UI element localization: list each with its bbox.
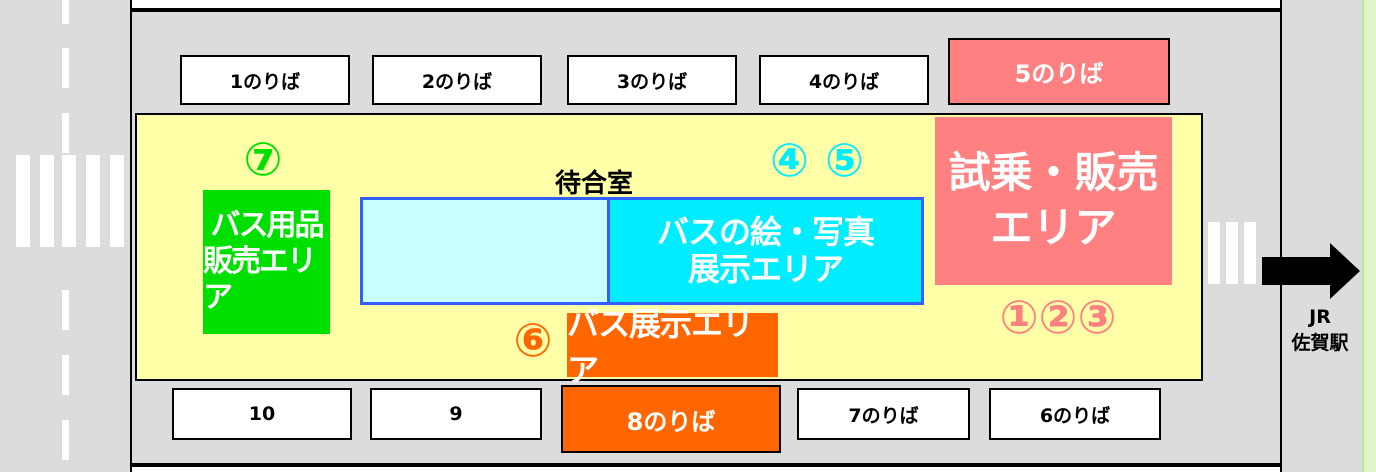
area-1-2-3-number: ①②③ bbox=[999, 290, 1117, 344]
lane-dash bbox=[62, 113, 69, 153]
waiting-room-label: 待合室 bbox=[555, 169, 634, 199]
area-4-5-number: ④ ⑤ bbox=[770, 133, 864, 187]
arrow-right-icon bbox=[1330, 243, 1360, 299]
lane-dash bbox=[62, 420, 69, 460]
area-6-number: ⑥ bbox=[513, 313, 553, 367]
crosswalk-stripe bbox=[62, 155, 76, 247]
crosswalk-stripe bbox=[40, 155, 54, 247]
platform-2: 2のりば bbox=[372, 55, 542, 105]
crosswalk-stripe bbox=[110, 155, 124, 247]
test-ride-line1: 試乗・販売 bbox=[948, 148, 1159, 198]
direction-arrow bbox=[1262, 257, 1334, 285]
crosswalk-stripe bbox=[16, 155, 30, 247]
crosswalk-stripe bbox=[1226, 222, 1238, 284]
crosswalk-stripe bbox=[1244, 222, 1256, 284]
test-ride-line2: エリア bbox=[990, 203, 1117, 252]
platform-7: 7のりば bbox=[797, 388, 970, 440]
bus-pictures-line1: バスの絵・写真 bbox=[656, 213, 875, 252]
platform-3: 3のりば bbox=[567, 55, 737, 105]
station-line1: JR bbox=[1309, 306, 1331, 328]
waiting-room-divider bbox=[607, 197, 610, 305]
platform-9: 9 bbox=[370, 388, 542, 440]
lane-dash bbox=[62, 355, 69, 395]
lane-dash bbox=[62, 290, 69, 330]
top-building-edge bbox=[130, 0, 1282, 10]
jr-saga-station-label: JR 佐賀駅 bbox=[1278, 305, 1362, 356]
lane-dash bbox=[62, 0, 69, 24]
crosswalk-stripe bbox=[1208, 222, 1220, 284]
platform-10: 10 bbox=[172, 388, 352, 440]
test-ride-area: 試乗・販売 エリア bbox=[935, 117, 1172, 285]
station-line2: 佐賀駅 bbox=[1291, 331, 1349, 354]
platform-8: 8のりば bbox=[561, 385, 781, 453]
green-strip bbox=[1362, 0, 1376, 472]
bus-goods-line2: 販売エリア bbox=[203, 244, 317, 315]
bus-goods-line1: バス用品 bbox=[210, 208, 325, 243]
bus-goods-area: バス用品 販売エリア bbox=[203, 190, 330, 334]
platform-6: 6のりば bbox=[989, 388, 1161, 440]
platform-1: 1のりば bbox=[180, 55, 350, 105]
lane-dash bbox=[62, 48, 69, 88]
crosswalk-stripe bbox=[86, 155, 100, 247]
bus-pictures-line2: 展示エリア bbox=[687, 250, 844, 288]
bottom-building-edge bbox=[130, 465, 1282, 472]
area-7-number: ⑦ bbox=[243, 132, 283, 186]
platform-5: 5のりば bbox=[948, 38, 1170, 105]
bus-display-area: バス展示エリア bbox=[567, 305, 778, 389]
bus-pictures-area: バスの絵・写真 展示エリア bbox=[610, 200, 921, 302]
platform-4: 4のりば bbox=[759, 55, 929, 105]
